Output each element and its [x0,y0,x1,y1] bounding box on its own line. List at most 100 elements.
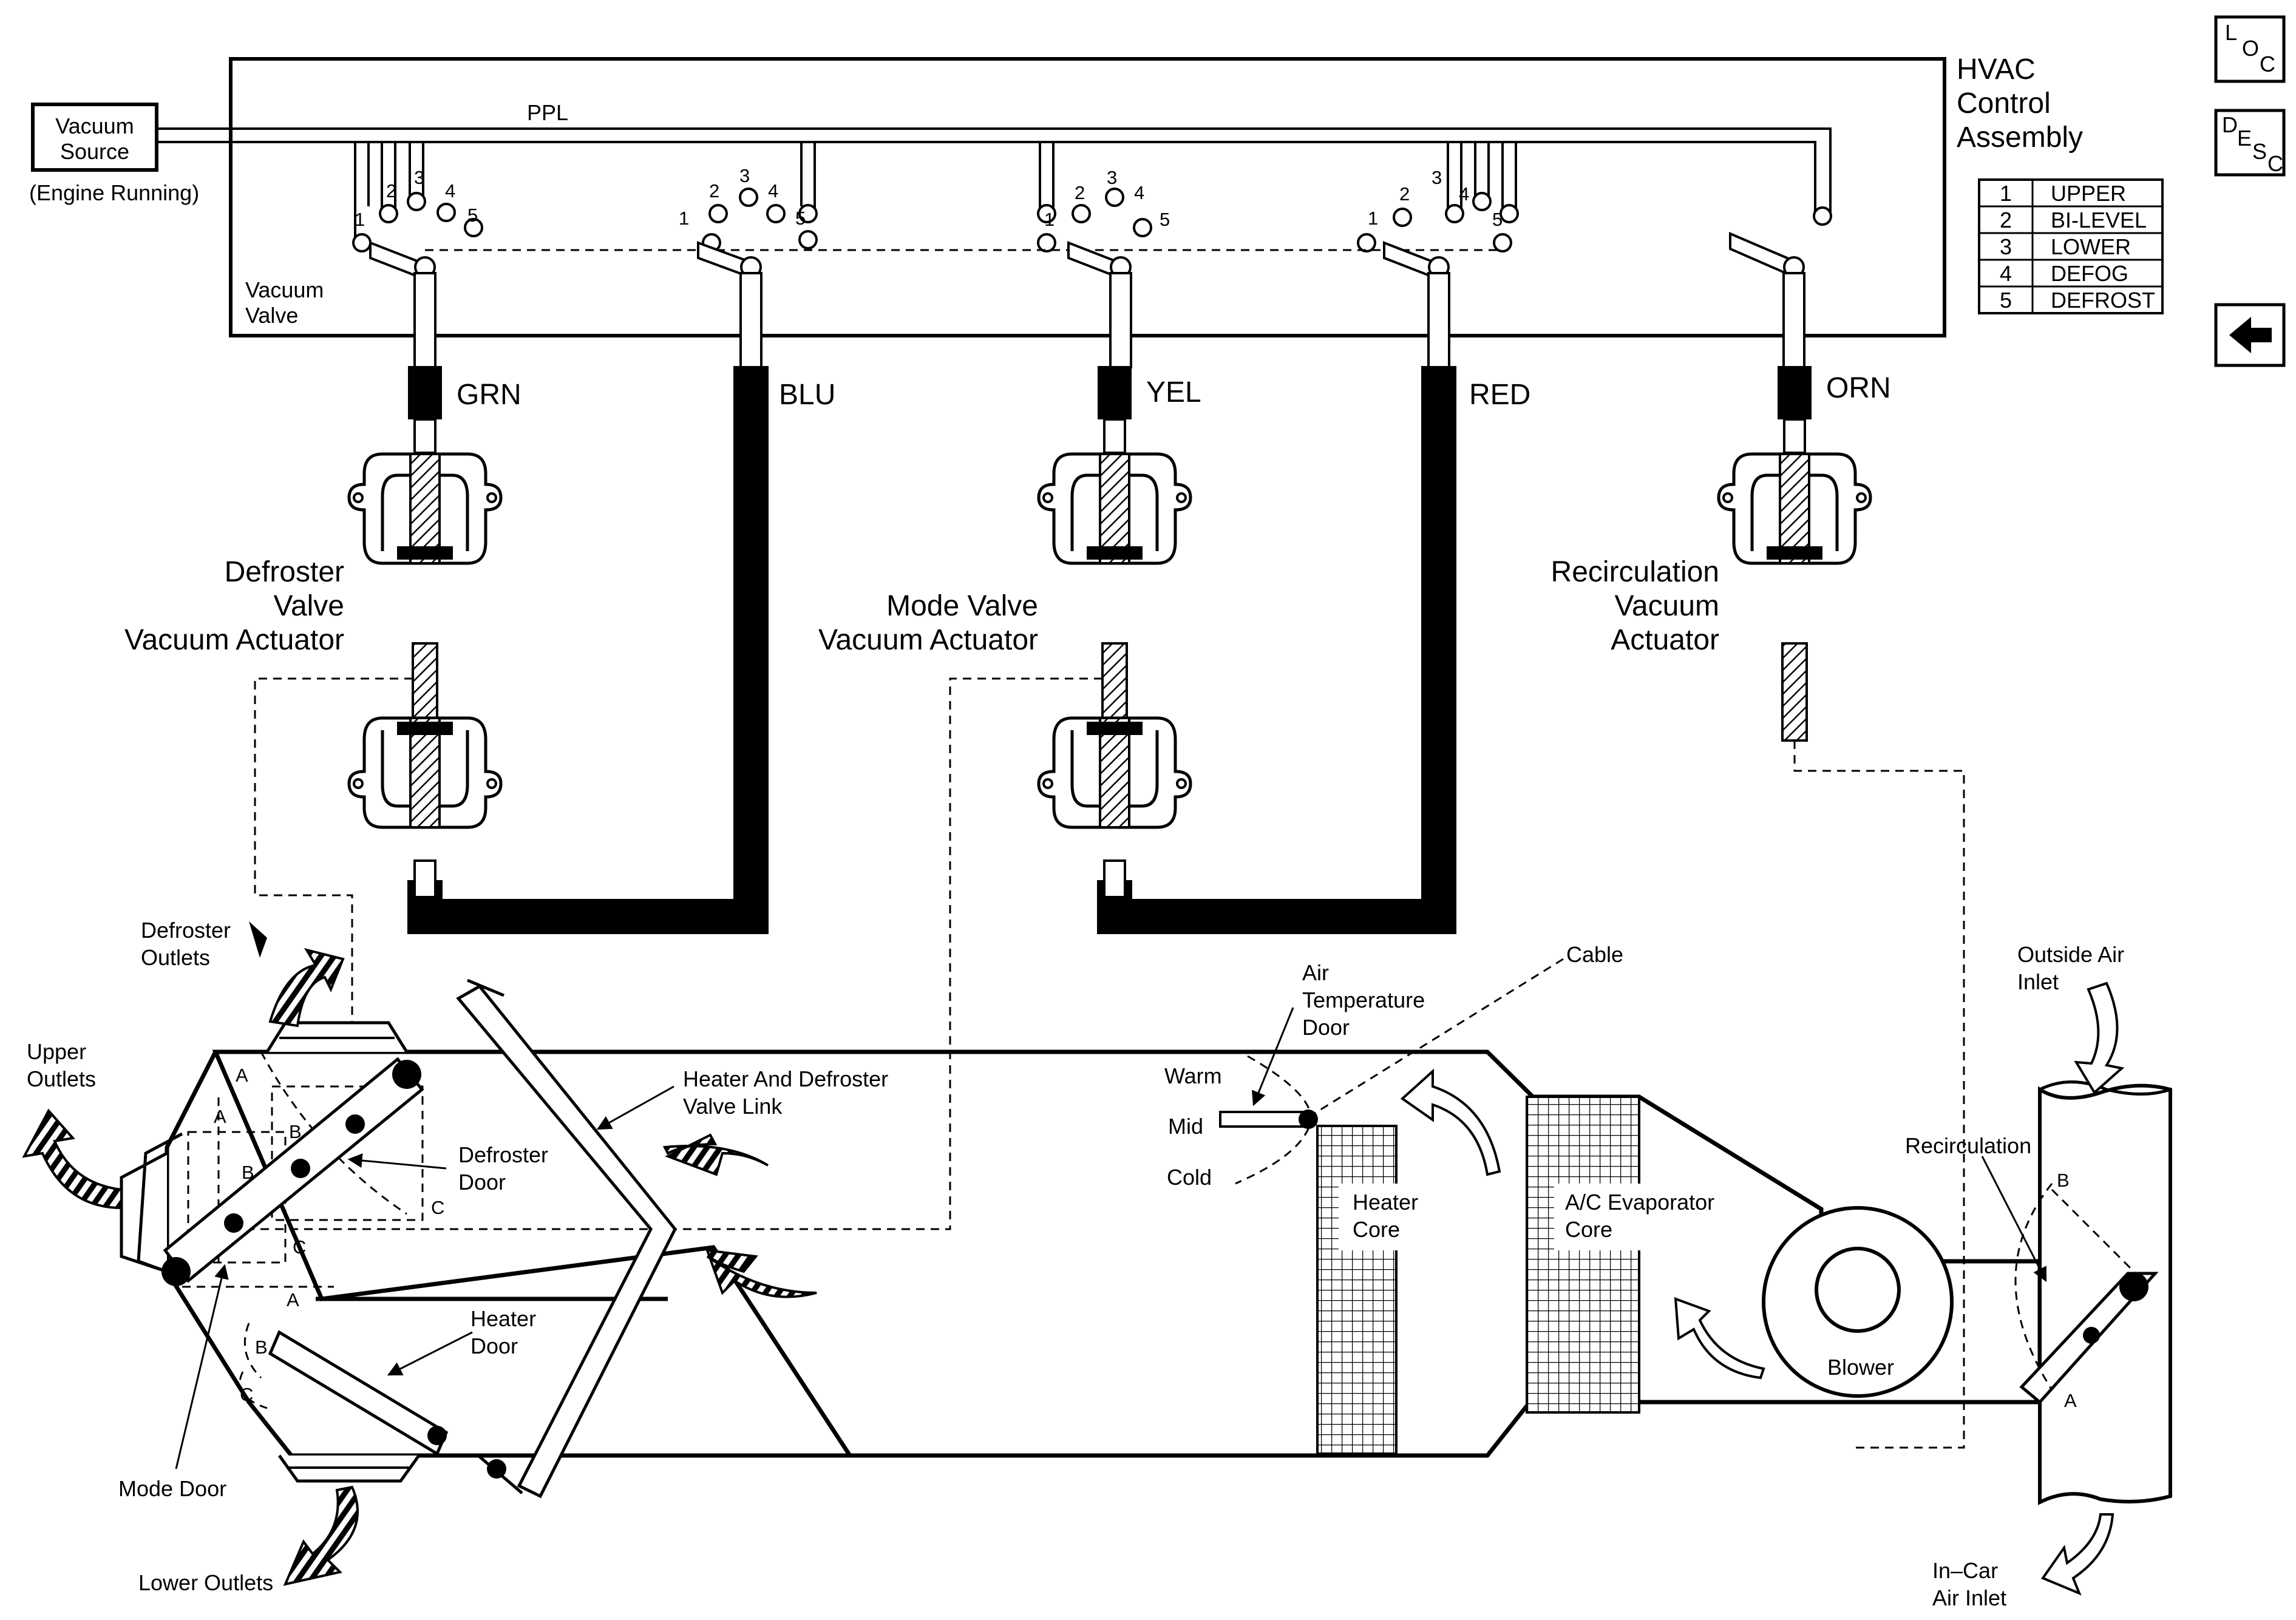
svg-text:C: C [2267,151,2283,176]
svg-text:5: 5 [1492,209,1503,230]
valve-link-label-1: Heater And Defroster [683,1066,888,1091]
svg-text:L: L [2225,20,2237,45]
legend-label-1: UPPER [2051,181,2126,206]
vacuum-source-label-2: Source [60,139,129,164]
svg-text:4: 4 [1459,183,1469,205]
hoses: GRN BLU YEL RED ORN [407,366,1891,934]
svg-text:C: C [240,1384,253,1405]
in-car-air-label-2: Air Inlet [1932,1585,2006,1610]
defroster-outlets-label-2: Outlets [141,945,210,970]
recirc-actuator-label-2: Vacuum [1614,590,1719,622]
svg-text:E: E [2237,126,2252,151]
case-labels: Defroster Outlets Upper Outlets Lower Ou… [27,918,2124,1610]
upper-outlets-label-2: Outlets [27,1066,96,1091]
vacuum-source-box [31,103,158,172]
back-button[interactable] [2214,303,2286,367]
svg-text:B: B [255,1337,268,1358]
svg-text:5: 5 [795,208,806,229]
svg-text:2: 2 [1399,183,1410,205]
cold-label: Cold [1167,1165,1212,1190]
vacuum-valve-label-2: Valve [245,303,298,328]
actuator-linkages [252,677,1965,1449]
heater-door-label-2: Door [470,1334,518,1358]
valve-port-numbers: 1 2 3 4 5 1 2 3 4 5 1 2 3 4 5 1 2 3 4 5 [355,165,1503,230]
cable-label: Cable [1566,942,1623,967]
svg-text:2: 2 [1075,182,1085,203]
in-car-air-label-1: In–Car [1932,1558,1998,1583]
defroster-actuator-label-1: Defroster [225,556,344,588]
hose-label-orn: ORN [1826,372,1891,404]
legend-num-5: 5 [2000,288,2012,313]
svg-text:C: C [293,1236,306,1258]
outside-air-label-2: Inlet [2017,969,2059,994]
valve-levers [369,231,1798,281]
hose-label-blu: BLU [779,379,835,411]
svg-text:C: C [431,1197,444,1218]
legend-label-4: DEFOG [2051,261,2128,286]
svg-text:4: 4 [445,180,455,202]
svg-text:A: A [287,1289,299,1310]
hose-grn [408,366,442,419]
legend-label-5: DEFROST [2051,288,2155,313]
defroster-door-label-2: Door [458,1170,506,1195]
svg-text:5: 5 [467,205,478,226]
leader-lines [175,1007,2047,1469]
valve-link-label-2: Valve Link [683,1094,783,1119]
recirc-actuator-label-3: Actuator [1611,624,1719,656]
svg-text:3: 3 [1107,167,1117,188]
defroster-actuator-label-3: Vacuum Actuator [124,624,344,656]
recirc-actuator-label-1: Recirculation [1551,556,1719,588]
heater-door [268,1330,449,1456]
hose-label-grn: GRN [457,379,521,411]
legend-num-3: 3 [2000,234,2012,259]
valve-link [456,984,677,1499]
mode-valve-actuator: Mode Valve Vacuum Actuator [818,454,1190,827]
svg-text:C: C [2260,52,2275,76]
svg-text:1: 1 [679,208,689,229]
mid-label: Mid [1168,1114,1203,1139]
warm-label: Warm [1164,1063,1222,1088]
desc-button[interactable]: D E S C [2214,109,2286,177]
svg-text:2: 2 [386,180,396,202]
heater-core-label-2: Core [1353,1217,1400,1242]
svg-text:5: 5 [1160,209,1170,230]
ppl-line-top [157,127,1832,214]
air-temp-door-label-3: Door [1302,1015,1350,1040]
mode-actuator-label-1: Mode Valve [886,590,1038,622]
svg-text:1: 1 [1368,208,1378,229]
left-arrow-icon [2229,317,2272,353]
control-title-2: Control [1957,87,2051,120]
heater-core-label-1: Heater [1353,1190,1418,1215]
svg-text:A: A [236,1065,248,1086]
hvac-case [120,978,2172,1505]
hose-blu [407,366,769,934]
door-position-letters: A B C A B C A B C B A [214,1065,2077,1411]
svg-text:4: 4 [1134,182,1144,203]
legend-num-2: 2 [2000,208,2012,232]
airflow-arrows [22,921,2125,1596]
loc-button[interactable]: L O C [2214,15,2286,83]
control-assembly: Vacuum Source (Engine Running) PPL [29,53,2083,368]
vacuum-valve-label-1: Vacuum [245,277,324,302]
svg-text:4: 4 [768,180,778,202]
svg-text:D: D [2222,112,2238,137]
defroster-actuator-label-2: Valve [273,590,344,622]
svg-text:S: S [2252,139,2267,164]
svg-text:O: O [2242,36,2259,61]
hose-label-yel: YEL [1146,376,1201,408]
legend-num-1: 1 [2000,181,2012,206]
control-assembly-box [229,57,1946,337]
vacuum-source-label-1: Vacuum [55,114,134,138]
valve-port-circles [352,188,1512,252]
defroster-door-label-1: Defroster [458,1142,548,1167]
recirculation-vacuum-actuator: Recirculation Vacuum Actuator [1551,454,1870,742]
hose-label-red: RED [1469,379,1530,411]
svg-text:A: A [214,1106,226,1127]
valve-port-tubes [354,142,1517,237]
svg-text:B: B [289,1121,302,1142]
defroster-valve-actuator: Defroster Valve Vacuum Actuator [124,454,501,827]
hose-red [1097,366,1456,934]
lower-outlets-label: Lower Outlets [138,1570,273,1595]
